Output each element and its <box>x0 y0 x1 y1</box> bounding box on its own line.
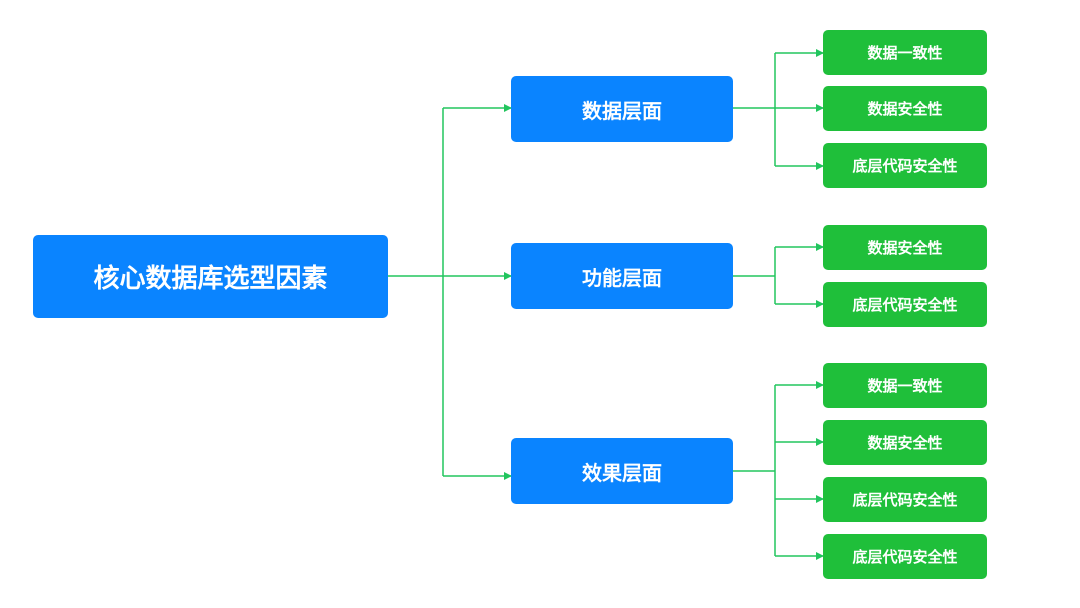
leaf-label: 数据安全性 <box>867 100 943 118</box>
leaf-node: 数据安全性 <box>823 420 987 465</box>
category-node-data: 数据层面 <box>511 76 733 142</box>
category-node-function: 功能层面 <box>511 243 733 309</box>
leaf-label: 底层代码安全性 <box>852 491 958 509</box>
category-node-effect: 效果层面 <box>511 438 733 504</box>
leaf-node: 数据安全性 <box>823 225 987 270</box>
leaf-label: 底层代码安全性 <box>852 296 958 314</box>
leaf-node: 数据一致性 <box>823 30 987 75</box>
leaf-label: 数据一致性 <box>867 44 943 62</box>
category-label: 数据层面 <box>582 98 662 123</box>
leaf-label: 数据一致性 <box>867 377 943 395</box>
leaf-label: 数据安全性 <box>867 239 943 257</box>
leaf-node: 底层代码安全性 <box>823 534 987 579</box>
root-node: 核心数据库选型因素 <box>33 235 388 318</box>
category-label: 效果层面 <box>582 460 662 485</box>
root-node-label: 核心数据库选型因素 <box>93 264 328 294</box>
category-label: 功能层面 <box>582 265 662 290</box>
leaf-label: 底层代码安全性 <box>852 548 958 566</box>
leaf-node: 数据安全性 <box>823 86 987 131</box>
leaf-node: 底层代码安全性 <box>823 143 987 188</box>
leaf-node: 底层代码安全性 <box>823 282 987 327</box>
leaf-label: 数据安全性 <box>867 434 943 452</box>
leaf-node: 底层代码安全性 <box>823 477 987 522</box>
leaf-node: 数据一致性 <box>823 363 987 408</box>
leaf-label: 底层代码安全性 <box>852 157 958 175</box>
